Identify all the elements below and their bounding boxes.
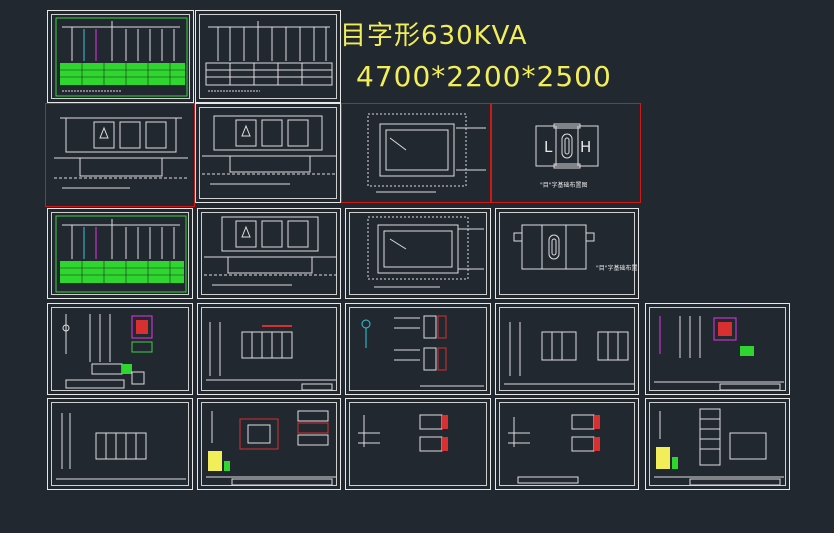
sheet-frame: [499, 307, 635, 391]
sheet-control-circuit-2[interactable]: [197, 303, 341, 395]
sheet-layout-plan-selected[interactable]: L H "目"字基础布置图: [491, 103, 641, 203]
sheet-frame: [201, 212, 337, 295]
sheet-frame: [349, 402, 487, 486]
wiring-drawing: [56, 413, 186, 480]
wiring-drawing: [206, 410, 336, 486]
sheet-frame: [649, 307, 786, 391]
wiring-drawing: [654, 408, 784, 486]
elevation-drawing: [204, 216, 336, 286]
sheet-control-circuit-5[interactable]: [645, 303, 790, 395]
sheet-wiring-diagram-4[interactable]: [495, 398, 639, 490]
sheet-frame: [349, 212, 487, 295]
circuit-drawing: [361, 315, 484, 387]
sheet-wiring-diagram-5[interactable]: [645, 398, 790, 490]
sheet-control-circuit-3[interactable]: [345, 303, 491, 395]
sheet-elevation-2[interactable]: [197, 208, 341, 299]
sheet-control-circuit-4[interactable]: [495, 303, 639, 395]
sheet-frame: [349, 307, 487, 391]
sheet-caption: "目"字基础布置图: [540, 182, 588, 189]
sheet-frame: [499, 402, 635, 486]
system-diagram-drawing: [55, 215, 187, 293]
sheet-caption: "目"字基础布置: [596, 265, 638, 272]
sheet-frame: L H "目"字基础布置图: [495, 107, 637, 199]
sheet-frame: "目"字基础布置: [499, 212, 638, 295]
layout-plan-drawing: [513, 224, 595, 270]
system-diagram-drawing: [205, 21, 333, 92]
wiring-drawing: [358, 414, 448, 452]
sheet-side-elevation[interactable]: [195, 103, 341, 203]
drawing-title-model: 目字形630KVA: [340, 21, 528, 51]
sheet-wiring-diagram-3[interactable]: [345, 398, 491, 490]
sheet-foundation-plan-2[interactable]: [345, 208, 491, 299]
sheet-frame: [51, 14, 190, 99]
elevation-drawing: [54, 117, 188, 189]
system-diagram-drawing: [55, 17, 188, 97]
sheet-wiring-diagram-2[interactable]: [197, 398, 341, 490]
sheet-frame: [51, 212, 189, 295]
sheet-primary-system-diagram-3[interactable]: [47, 208, 193, 299]
elevation-drawing: [202, 115, 336, 185]
sheet-frame: [201, 307, 337, 391]
wiring-drawing: [508, 414, 600, 484]
circuit-drawing: [654, 316, 784, 391]
layout-plan-drawing: [535, 123, 599, 169]
sheet-control-circuit-1[interactable]: [47, 303, 193, 395]
sheet-primary-system-diagram-2[interactable]: [195, 10, 341, 103]
sheet-frame: [649, 402, 786, 486]
sheet-frame: [49, 107, 191, 203]
low-voltage-room-label: L: [544, 138, 553, 156]
foundation-plan-drawing: [367, 113, 486, 193]
sheet-layout-plan-2[interactable]: "目"字基础布置: [495, 208, 639, 299]
circuit-drawing: [504, 322, 634, 385]
drawing-title-dimensions: 4700*2200*2500: [356, 60, 612, 93]
sheet-frame: [51, 402, 189, 486]
sheet-primary-system-diagram-1[interactable]: [47, 10, 194, 103]
high-voltage-room-label: H: [580, 138, 592, 156]
sheet-frame: [199, 107, 337, 199]
circuit-drawing: [62, 314, 153, 389]
sheet-wiring-diagram-1[interactable]: [47, 398, 193, 490]
sheet-frame: [345, 107, 487, 199]
sheet-frame: [51, 307, 189, 391]
circuit-drawing: [206, 322, 336, 391]
sheet-foundation-plan-selected[interactable]: [341, 103, 491, 203]
foundation-plan-drawing: [367, 216, 484, 288]
sheet-frame: [199, 14, 337, 99]
sheet-front-elevation-selected[interactable]: [45, 103, 195, 207]
sheet-frame: [201, 402, 337, 486]
